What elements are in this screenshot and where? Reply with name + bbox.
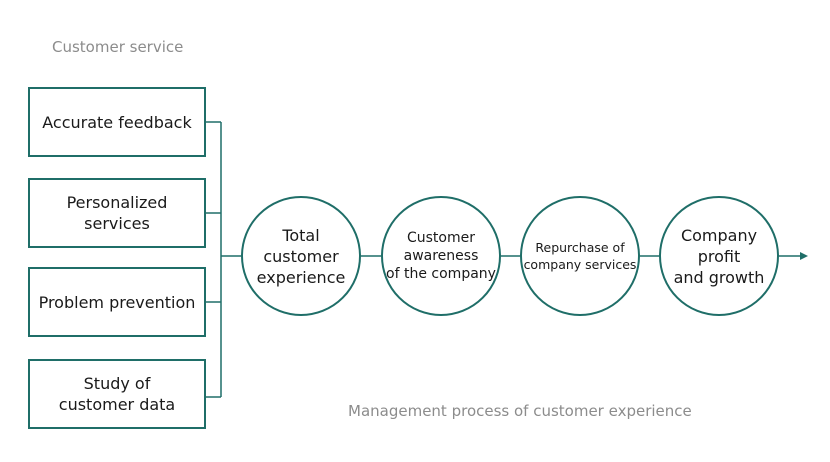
box-study-customer-data: Study of customer data: [28, 359, 206, 429]
circle-label: Repurchase of company services: [523, 240, 637, 272]
circle-repurchase: Repurchase of company services: [520, 196, 640, 316]
process-caption: Management process of customer experienc…: [348, 402, 692, 420]
circle-label: Company profit and growth: [673, 225, 765, 287]
box-label: Study of customer data: [58, 374, 176, 414]
arrow-head-icon: [800, 252, 808, 260]
box-label: Accurate feedback: [42, 112, 192, 132]
circle-total-customer-experience: Total customer experience: [241, 196, 361, 316]
box-problem-prevention: Problem prevention: [28, 267, 206, 337]
circle-label: Total customer experience: [256, 225, 346, 287]
category-label: Customer service: [52, 38, 184, 56]
circle-label: Customer awareness of the company: [386, 230, 496, 282]
box-accurate-feedback: Accurate feedback: [28, 87, 206, 157]
circle-customer-awareness: Customer awareness of the company: [381, 196, 501, 316]
box-label: Personalized services: [66, 193, 168, 233]
box-personalized-services: Personalized services: [28, 178, 206, 248]
circle-company-profit-growth: Company profit and growth: [659, 196, 779, 316]
box-label: Problem prevention: [38, 292, 196, 312]
